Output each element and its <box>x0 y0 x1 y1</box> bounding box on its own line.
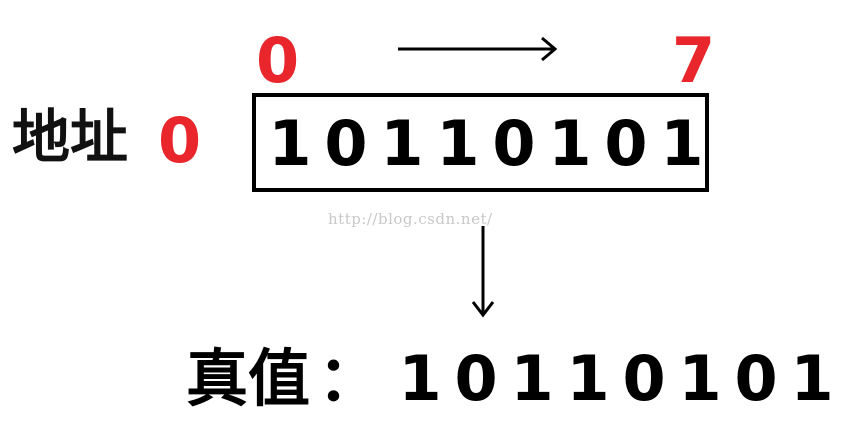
bit-3: 1 <box>436 107 480 180</box>
end-index-label: 7 <box>672 24 716 97</box>
true-bit-5: 1 <box>678 342 722 415</box>
true-bit-1: 0 <box>454 342 498 415</box>
watermark-text: http://blog.csdn.net/ <box>328 210 493 228</box>
bit-storage-box: 1 0 1 1 0 1 0 1 <box>252 93 709 192</box>
true-bit-7: 1 <box>790 342 834 415</box>
bit-5: 1 <box>548 107 592 180</box>
right-arrow-icon <box>398 36 558 62</box>
bit-0: 1 <box>268 107 312 180</box>
true-value-label: 真值 <box>186 342 311 415</box>
true-bit-6: 0 <box>734 342 778 415</box>
address-label: 地址 <box>12 103 129 171</box>
true-bit-3: 1 <box>566 342 610 415</box>
down-arrow-icon <box>471 226 495 318</box>
true-value-colon: ： <box>318 342 381 415</box>
bit-4: 0 <box>492 107 536 180</box>
bit-6: 0 <box>604 107 648 180</box>
address-number: 0 <box>158 104 202 177</box>
true-bit-2: 1 <box>510 342 554 415</box>
start-index-label: 0 <box>256 24 300 97</box>
true-bit-0: 1 <box>398 342 442 415</box>
true-bit-4: 0 <box>622 342 666 415</box>
bit-2: 1 <box>380 107 424 180</box>
bit-7: 1 <box>660 107 704 180</box>
bit-1: 0 <box>324 107 368 180</box>
